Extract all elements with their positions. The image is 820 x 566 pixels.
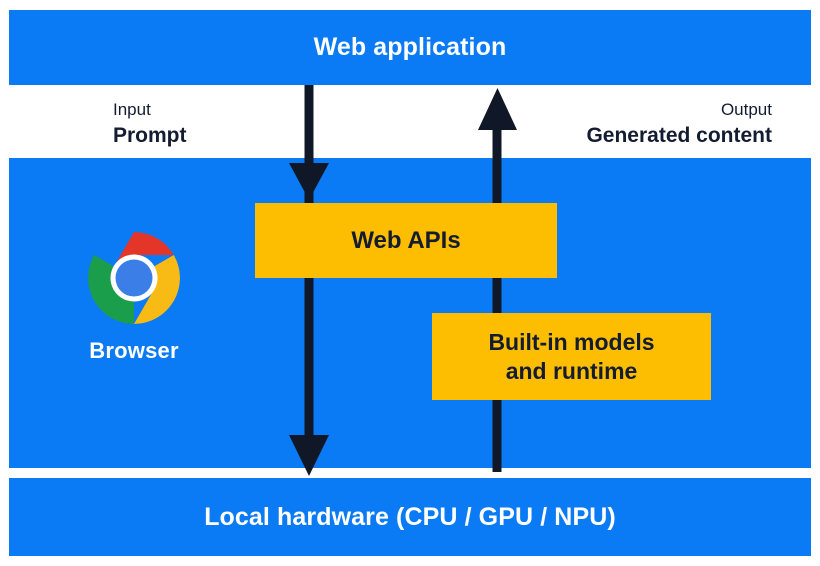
box-builtin-models-line2: and runtime [505,357,638,384]
band-web-application: Web application [9,10,811,85]
band-local-hardware-label: Local hardware (CPU / GPU / NPU) [204,502,616,531]
box-web-apis[interactable]: Web APIs [255,203,557,278]
box-builtin-models-line1: Built-in models [488,329,655,356]
box-web-apis-label: Web APIs [351,226,461,254]
box-builtin-models[interactable]: Built-in models and runtime [432,313,711,400]
label-output-value: Generated content [586,123,772,147]
band-local-hardware: Local hardware (CPU / GPU / NPU) [9,478,811,556]
chrome-logo-icon [88,232,180,324]
label-input: Input Prompt [113,100,187,148]
band-web-application-label: Web application [313,33,507,61]
browser-label: Browser [89,338,179,363]
browser-block: Browser [66,230,202,364]
label-input-kicker: Input [113,100,151,119]
label-input-value: Prompt [113,123,187,147]
box-builtin-models-text: Built-in models and runtime [488,328,654,384]
label-output: Output Generated content [586,100,772,148]
label-output-kicker: Output [720,100,772,119]
